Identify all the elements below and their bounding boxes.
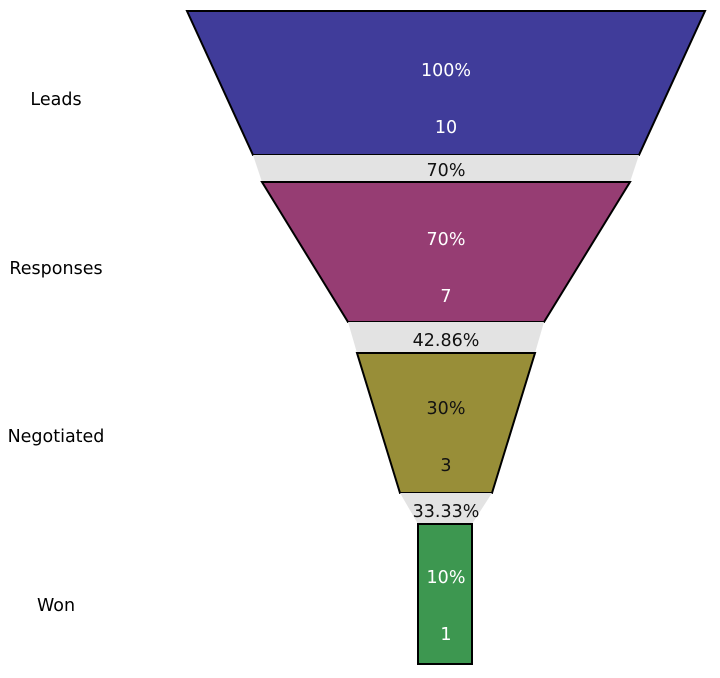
segment-value-won: 1 [440, 625, 451, 645]
connector-label-responses-negotiated: 42.86% [413, 331, 480, 351]
segment-percent-negotiated: 30% [427, 399, 466, 419]
funnel-segment-won[interactable] [417, 523, 473, 665]
stage-label-responses: Responses [9, 259, 102, 279]
funnel-connector-leads-responses [253, 155, 639, 182]
connector-label-leads-responses: 70% [427, 161, 466, 181]
funnel-connector-responses-negotiated [348, 322, 544, 353]
segment-value-negotiated: 3 [440, 456, 451, 476]
segment-percent-responses: 70% [427, 230, 466, 250]
segment-value-responses: 7 [440, 287, 451, 307]
segment-percent-leads: 100% [421, 61, 471, 81]
segment-value-leads: 10 [435, 118, 457, 138]
stage-label-negotiated: Negotiated [8, 427, 105, 447]
segment-percent-won: 10% [427, 568, 466, 588]
funnel-connector-negotiated-won [400, 493, 492, 524]
stage-label-won: Won [37, 596, 75, 616]
connector-label-negotiated-won: 33.33% [413, 502, 480, 522]
stage-label-leads: Leads [30, 90, 81, 110]
